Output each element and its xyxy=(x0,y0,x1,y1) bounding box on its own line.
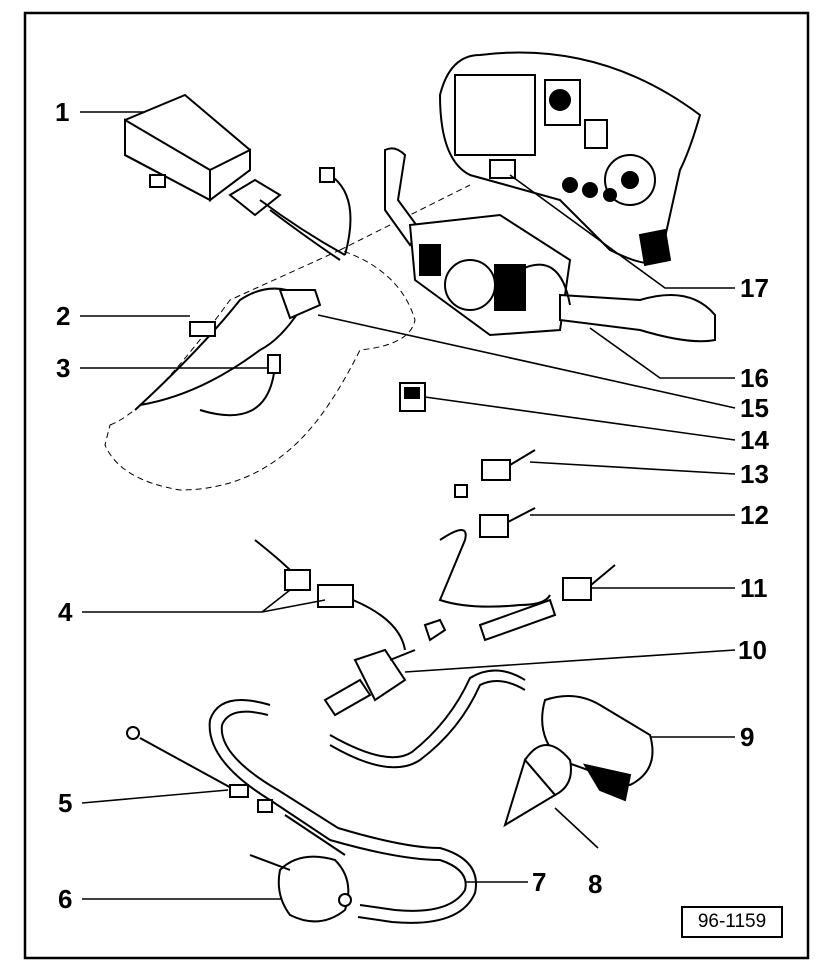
diagram-frame xyxy=(23,11,810,960)
callout-16: 16 xyxy=(740,363,769,393)
reference-code-box: 96-1159 xyxy=(681,906,783,938)
instrument-cluster xyxy=(438,51,702,267)
callout-2: 2 xyxy=(56,301,71,331)
callout-7: 7 xyxy=(532,867,547,897)
vacuum-valve xyxy=(323,648,416,717)
callout-12: 12 xyxy=(740,500,769,530)
vacuum-hose xyxy=(208,669,526,924)
reference-code: 96-1159 xyxy=(697,911,767,932)
callout-9: 9 xyxy=(740,722,755,752)
pedal-switches xyxy=(438,449,616,642)
dashboard-outline xyxy=(104,249,416,491)
callout-15: 15 xyxy=(740,393,769,423)
callout-14: 14 xyxy=(740,425,769,455)
callout-11: 11 xyxy=(740,573,768,603)
control-unit xyxy=(124,93,352,261)
small-switch xyxy=(399,382,426,412)
callout-13: 13 xyxy=(740,459,769,489)
vacuum-pump xyxy=(503,695,654,828)
callout-10: 10 xyxy=(738,635,767,665)
callout-5: 5 xyxy=(58,788,73,818)
callout-6: 6 xyxy=(58,884,73,914)
callout-17: 17 xyxy=(740,273,769,303)
cable xyxy=(126,726,346,856)
callout-8: 8 xyxy=(588,869,603,899)
callout-1: 1 xyxy=(55,97,70,127)
vacuum-servo xyxy=(249,854,352,923)
callout-3: 3 xyxy=(56,353,71,383)
combination-switch xyxy=(384,147,716,343)
wiring-harness xyxy=(134,287,322,417)
callout-4: 4 xyxy=(58,597,73,627)
vacuum-connectors xyxy=(254,539,447,651)
leader-lines xyxy=(80,111,736,900)
